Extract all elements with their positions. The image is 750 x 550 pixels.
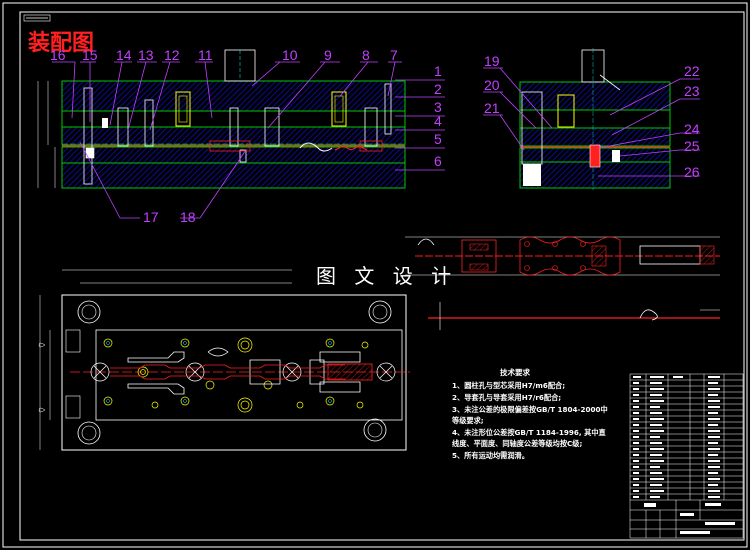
part-label-17: 17	[143, 209, 159, 225]
part-label-21: 21	[484, 100, 500, 116]
part-label-24: 24	[684, 121, 700, 137]
part-label-8: 8	[362, 47, 370, 63]
inner-frame	[19, 11, 745, 541]
part-label-25: 25	[684, 138, 700, 154]
tech-requirement-4: 4、未注形位公差按GB/T 1184-1996, 其中直	[452, 428, 607, 437]
plan-view	[38, 269, 410, 451]
parts-list-glyphs	[633, 376, 735, 534]
part-label-7: 7	[390, 47, 398, 63]
part-label-12: 12	[164, 47, 180, 63]
side-view-leaders	[483, 67, 700, 177]
side-section-view	[519, 48, 671, 190]
part-label-14: 14	[116, 47, 132, 63]
part-label-16: 16	[50, 47, 66, 63]
part-label-22: 22	[684, 63, 700, 79]
part-label-13: 13	[138, 47, 154, 63]
part-label-3: 3	[434, 99, 442, 115]
tech-requirement-1: 1、圆柱孔与型芯采用H7/m6配合;	[452, 381, 565, 390]
tech-requirement-5: 5、所有运动均需润滑。	[452, 451, 529, 460]
tech-requirements: 技术要求 1、圆柱孔与型芯采用H7/m6配合; 2、导套孔与导套采用H7/r6配…	[451, 367, 608, 460]
part-label-18: 18	[180, 209, 196, 225]
part-label-11: 11	[198, 47, 213, 63]
part-label-4: 4	[434, 113, 442, 129]
parts-list-table	[629, 373, 744, 539]
tech-requirement-3b: 等级要求;	[451, 416, 484, 425]
watermark-text: 图 文 设 计	[316, 264, 457, 288]
part-label-9: 9	[324, 47, 332, 63]
tech-requirements-title: 技术要求	[500, 367, 530, 377]
part-label-26: 26	[684, 164, 700, 180]
tech-requirement-3: 3、未注公差的极限偏差按GB/T 1804-2000中	[452, 405, 608, 414]
front-view-leaders	[52, 61, 445, 219]
part-label-1: 1	[434, 63, 442, 79]
corner-box	[23, 14, 51, 22]
strip-layout	[405, 236, 720, 330]
drawing-title: 装配图	[28, 31, 94, 56]
part-label-2: 2	[434, 81, 442, 97]
part-label-15: 15	[82, 47, 98, 63]
part-label-23: 23	[684, 83, 700, 99]
tech-requirement-2: 2、导套孔与导套采用H7/r6配合;	[452, 393, 561, 402]
part-label-20: 20	[484, 77, 500, 93]
tech-requirement-4b: 线度、平面度、同轴度公差等级均按C级;	[452, 439, 582, 448]
part-label-10: 10	[282, 47, 298, 63]
part-label-19: 19	[484, 53, 500, 69]
part-label-5: 5	[434, 131, 442, 147]
part-label-6: 6	[434, 153, 442, 169]
